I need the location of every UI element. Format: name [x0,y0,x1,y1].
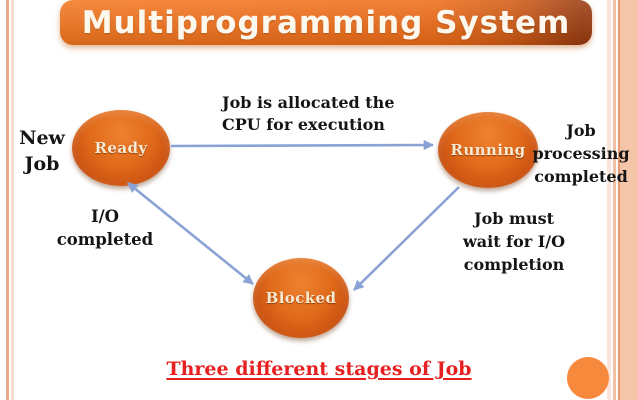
node-blocked: Blocked [253,258,349,338]
right-stripe-pale [607,0,611,400]
arrow-ready-to-running [170,139,435,151]
caption-stages: Three different stages of Job [166,358,472,380]
label-io-completed: I/O completed [56,207,154,249]
node-running: Running [438,112,538,188]
label-processing-completed: Job processing completed [532,121,630,186]
corner-circle-decoration [567,357,609,399]
page-title: Multiprogramming System [81,4,571,41]
label-wait-for-io: Job must wait for I/O completion [463,209,565,274]
left-stripe-inner [11,0,14,400]
right-stripe-band [618,0,638,400]
title-banner: Multiprogramming System [60,0,592,45]
node-ready-label: Ready [94,139,148,157]
label-cpu-allocation: Job is allocated the CPU for execution [222,93,395,134]
right-stripe-pink [613,0,616,400]
node-ready: Ready [72,110,170,186]
node-running-label: Running [450,141,526,159]
label-new-job: New Job [19,127,65,175]
arrow-running-to-blocked [353,186,460,291]
node-blocked-label: Blocked [265,289,337,307]
left-stripe-outer [6,0,9,400]
